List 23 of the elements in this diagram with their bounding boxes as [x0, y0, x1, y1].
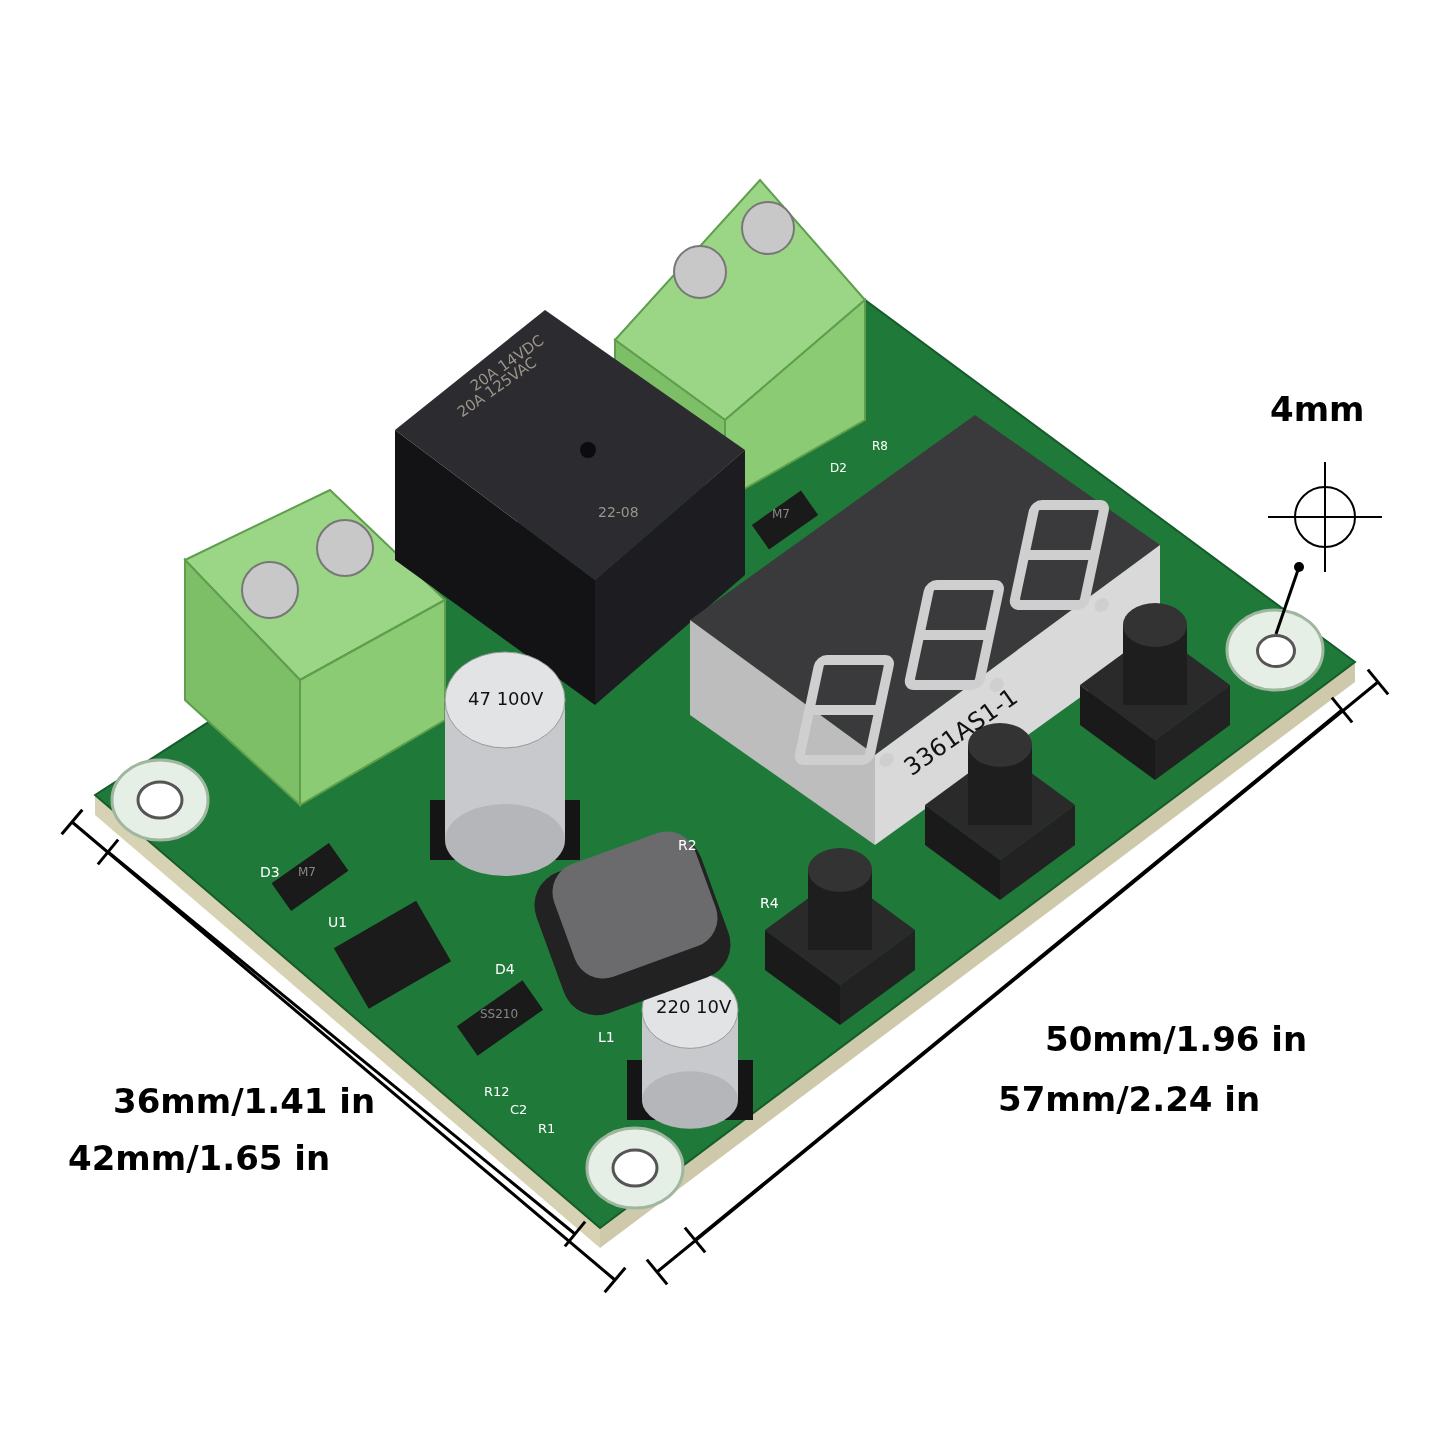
silkscreen-label: R8 [872, 440, 888, 452]
dimension-label: 42mm/1.65 in [68, 1141, 331, 1175]
dimension-label: 4mm [1270, 392, 1366, 426]
dimension-label: 57mm/2.24 in [998, 1082, 1261, 1116]
silkscreen-label: R4 [760, 896, 779, 910]
silkscreen-label: D4 [495, 962, 515, 976]
dimension-label: 50mm/1.96 in [1045, 1022, 1308, 1056]
component-marking: M7 [298, 866, 316, 878]
dimension-label: 36mm/1.41 in [113, 1084, 376, 1118]
leader-line [1274, 562, 1304, 635]
component-marking: 47 100V [468, 690, 544, 708]
component-marking: M7 [772, 508, 790, 520]
silkscreen-label: C2 [510, 1103, 528, 1116]
silkscreen-label: D2 [830, 462, 847, 474]
silkscreen-label: U1 [328, 915, 348, 929]
component-marking: 220 10V [656, 998, 732, 1016]
silkscreen-label: R12 [484, 1085, 510, 1098]
silkscreen-label: D3 [260, 865, 280, 879]
silkscreen-label: R2 [678, 838, 697, 852]
component-marking: 22-08 [598, 505, 639, 519]
component-marking: SS210 [480, 1008, 519, 1020]
silkscreen-label: L1 [598, 1030, 615, 1044]
silkscreen-label: R1 [538, 1122, 556, 1135]
